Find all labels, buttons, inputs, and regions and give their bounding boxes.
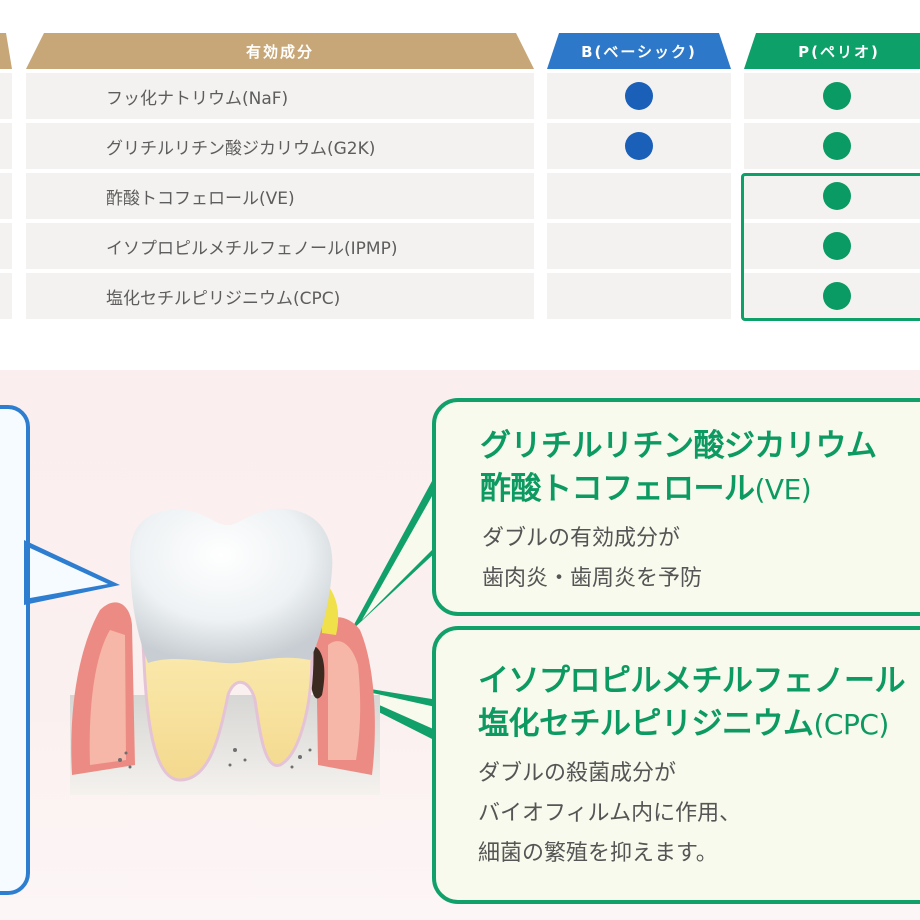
basic-callout-box xyxy=(0,405,30,895)
ingredient-name: イソプロピルメチルフェノール(IPMP) xyxy=(106,238,398,259)
callout-title: 酢酸トコフェロール(VE) xyxy=(480,471,812,507)
perio-included-dot xyxy=(823,282,851,310)
perio-included-dot xyxy=(823,132,851,160)
tooth-with-plaque-icon xyxy=(70,508,380,795)
table-row: フッ化ナトリウム(NaF) xyxy=(0,73,920,119)
anti-inflammatory-callout xyxy=(432,398,920,616)
callout-body: 歯肉炎・歯周炎を予防 xyxy=(482,566,703,591)
basic-included-dot xyxy=(625,82,653,110)
header-perio: P(ペリオ) xyxy=(744,33,920,69)
header-basic: B(ベーシック) xyxy=(547,33,731,69)
antibacterial-callout xyxy=(432,626,920,904)
ingredient-name: 酢酸トコフェロール(VE) xyxy=(106,188,295,209)
basic-included-dot xyxy=(625,132,653,160)
callout-body: 細菌の繁殖を抑えます。 xyxy=(478,841,718,866)
table-row: グリチルリチン酸ジカリウム(G2K) xyxy=(0,123,920,169)
ingredient-name: 塩化セチルピリジニウム(CPC) xyxy=(106,288,341,309)
header-ingredients: 有効成分 xyxy=(26,33,534,69)
table-row: イソプロピルメチルフェノール(IPMP) xyxy=(0,223,920,269)
table-row: 塩化セチルピリジニウム(CPC) xyxy=(0,273,920,319)
perio-included-dot xyxy=(823,82,851,110)
table-header-stub xyxy=(0,33,12,69)
ingredient-name: グリチルリチン酸ジカリウム(G2K) xyxy=(106,138,376,159)
perio-included-dot xyxy=(823,232,851,260)
ingredient-name: フッ化ナトリウム(NaF) xyxy=(106,88,289,109)
callout-title: イソプロピルメチルフェノール xyxy=(478,663,906,699)
callout-body: ダブルの殺菌成分が xyxy=(478,761,677,786)
table-row: 酢酸トコフェロール(VE) xyxy=(0,173,920,219)
perio-exclusive-highlight xyxy=(741,173,920,321)
callout-body: バイオフィルム内に作用、 xyxy=(478,801,742,826)
perio-included-dot xyxy=(823,182,851,210)
callout-title: 塩化セチルピリジニウム(CPC) xyxy=(478,706,889,742)
callout-title: グリチルリチン酸ジカリウム xyxy=(480,428,877,464)
callout-body: ダブルの有効成分が xyxy=(482,526,681,551)
